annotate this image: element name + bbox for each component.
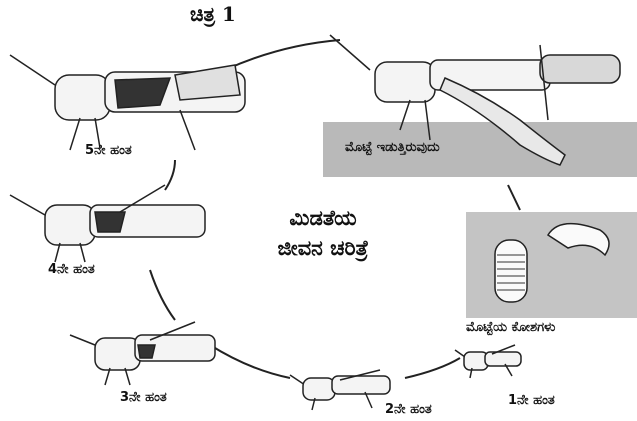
- stage2-grasshopper: [290, 370, 390, 410]
- stage2-label: 2ನೇ ಹಂತ: [385, 402, 432, 417]
- center-title-line2: ಜೀವನ ಚರಿತ್ರೆ: [258, 233, 388, 263]
- stage1-label: 1ನೇ ಹಂತ: [508, 393, 555, 408]
- stage3-grasshopper: [70, 322, 215, 385]
- stage5-grasshopper: [10, 55, 245, 150]
- center-title: ಮಿಡತೆಯ ಜೀವನ ಚರಿತ್ರೆ: [258, 203, 388, 263]
- figure-title: ಚಿತ್ರ 1: [190, 2, 236, 26]
- stage1-grasshopper: [455, 345, 521, 378]
- stage5-label: 5ನೇ ಹಂತ: [85, 143, 132, 158]
- egg-pods-panel: [466, 212, 637, 318]
- egg-pods-label: ಮೊಟ್ಟೆಯ ಕೋಶಗಳು: [466, 320, 555, 335]
- stage4-grasshopper: [10, 185, 205, 262]
- egg-laying-label: ಮೊಟ್ಟೆ ಇಡುತ್ತಿರುವುದು: [345, 140, 440, 155]
- stage4-label: 4ನೇ ಹಂತ: [48, 262, 95, 277]
- stage3-label: 3ನೇ ಹಂತ: [120, 390, 167, 405]
- center-title-line1: ಮಿಡತೆಯ: [258, 203, 388, 233]
